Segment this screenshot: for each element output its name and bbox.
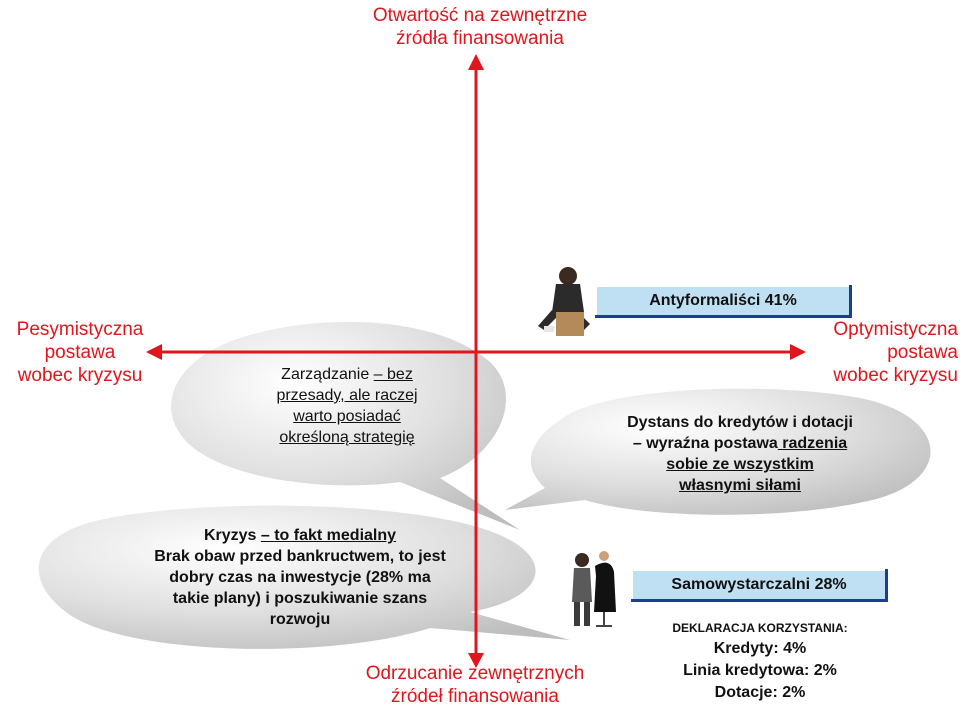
declarations-block: DEKLARACJA KORZYSTANIA: Kredyty: 4% Lini… <box>640 618 880 704</box>
segment-antyformalisci: Antyformaliści 41% <box>592 282 849 315</box>
person-sitting-icon <box>538 267 590 336</box>
bubble-right-text: Dystans do kredytów i dotacji – wyraźna … <box>590 412 890 496</box>
bubble-right <box>505 388 931 515</box>
axis-label-left-line3: wobec kryzysu <box>17 365 143 386</box>
bubble-top-left-line2: przesady, ale raczej <box>276 387 418 404</box>
bubble-top-left-line1-b: bez <box>387 366 413 383</box>
axis-label-top: Otwartość na zewnętrzne źródła finansowa… <box>340 4 620 50</box>
bubble-bottom-left-line4: takie plany) i poszukiwanie szans <box>172 590 428 607</box>
bubble-right-line2-a: wyraźna postawa <box>646 435 778 452</box>
declaration-item: Dotacje: 2% <box>714 684 806 701</box>
bubble-bottom-left-text: Kryzys – to fakt medialny Brak obaw prze… <box>90 525 510 630</box>
axis-label-left: Pesymistyczna postawa wobec kryzysu <box>0 318 160 387</box>
bubble-right-line1: Dystans do kredytów i dotacji <box>627 414 853 431</box>
axis-label-bottom-line2: źródeł finansowania <box>391 686 559 707</box>
bubble-top-left-line1: Zarządzanie – bez <box>232 364 462 385</box>
bubble-bottom-left-line5: rozwoju <box>269 611 331 628</box>
axis-label-left-line2: postawa <box>44 342 116 363</box>
axis-label-bottom: Odrzucanie zewnętrznych źródeł finansowa… <box>330 662 620 708</box>
bubble-right-line3: sobie ze wszystkim <box>666 456 814 473</box>
bubble-bottom-left-line1: Kryzys – to fakt medialny <box>90 525 510 546</box>
bubble-right-line4: własnymi siłami <box>679 477 801 494</box>
axis-label-right-line2: postawa <box>887 342 958 363</box>
declaration-item: Kredyty: 4% <box>713 640 807 657</box>
bubble-bottom-left <box>38 505 570 649</box>
bubble-top-left-text: Zarządzanie – bez przesady, ale raczej w… <box>232 364 462 448</box>
bubble-top-left-line1-dash: – <box>373 366 388 383</box>
horizontal-axis-left-arrow <box>146 344 162 360</box>
bubble-bottom-left-line3: dobry czas na inwestycje (28% ma <box>169 569 431 586</box>
bubble-bottom-left-line1-b: to fakt medialny <box>274 527 397 544</box>
bubble-right-line2-b: radzenia <box>777 435 848 452</box>
axis-label-right: Optymistyczna postawa wobec kryzysu <box>790 318 958 387</box>
bubble-top-left <box>171 321 521 530</box>
bubble-bottom-left-line1-dash: – <box>260 527 275 544</box>
bubble-top-left-line4: określoną strategię <box>279 429 415 446</box>
segment-samowystarczalni: Samowystarczalni 28% <box>628 566 885 599</box>
bubble-right-line2: – wyraźna postawa radzenia <box>590 433 890 454</box>
bubble-right-line2-dash: – <box>632 435 647 452</box>
vertical-axis-bottom-arrow <box>468 653 484 668</box>
bubble-bottom-left-line1-a: Kryzys <box>203 527 261 544</box>
bubble-bottom-left-line2: Brak obaw przed bankructwem, to jest <box>154 548 446 565</box>
axis-label-bottom-line1: Odrzucanie zewnętrznych <box>365 663 585 684</box>
axis-label-right-line1: Optymistyczna <box>833 319 958 340</box>
axis-label-left-line1: Pesymistyczna <box>16 319 144 340</box>
person-with-mannequin-icon <box>572 551 616 627</box>
vertical-axis-top-arrow <box>468 54 484 70</box>
declarations-title: DEKLARACJA KORZYSTANIA: <box>672 621 848 635</box>
axis-label-top-line1: Otwartość na zewnętrzne <box>372 5 588 26</box>
bubble-top-left-line3: warto posiadać <box>293 408 401 425</box>
horizontal-axis-right-arrow <box>790 344 806 360</box>
bubble-top-left-line1-a: Zarządzanie <box>281 366 374 383</box>
axis-label-top-line2: źródła finansowania <box>396 28 564 49</box>
axis-label-right-line3: wobec kryzysu <box>833 365 958 386</box>
declaration-item: Linia kredytowa: 2% <box>683 662 837 679</box>
